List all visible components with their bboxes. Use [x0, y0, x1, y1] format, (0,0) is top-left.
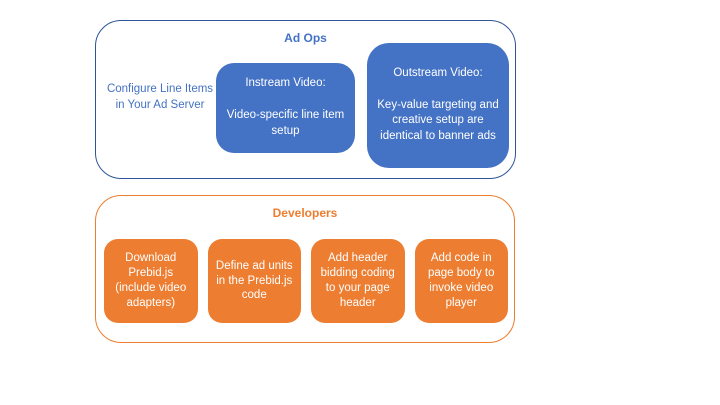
developers-steps-row: Download Prebid.js (include video adapte… — [104, 239, 508, 323]
developers-group: Developers Download Prebid.js (include v… — [95, 195, 515, 343]
ad-ops-title: Ad Ops — [284, 31, 327, 45]
instream-video-box: Instream Video: Video-specific line item… — [216, 63, 355, 153]
developers-title: Developers — [272, 206, 338, 220]
add-header-bidding-box: Add header bidding coding to your page h… — [311, 239, 405, 323]
download-prebid-box: Download Prebid.js (include video adapte… — [104, 239, 198, 323]
define-ad-units-box: Define ad units in the Prebid.js code — [207, 239, 301, 323]
configure-line-items-note: Configure Line Items in Your Ad Server — [106, 83, 214, 111]
add-page-body-code-box: Add code in page body to invoke video pl… — [414, 239, 508, 323]
ad-ops-group: Ad Ops Configure Line Items in Your Ad S… — [95, 20, 516, 179]
outstream-video-box: Outstream Video: Key-value targeting and… — [367, 43, 509, 168]
